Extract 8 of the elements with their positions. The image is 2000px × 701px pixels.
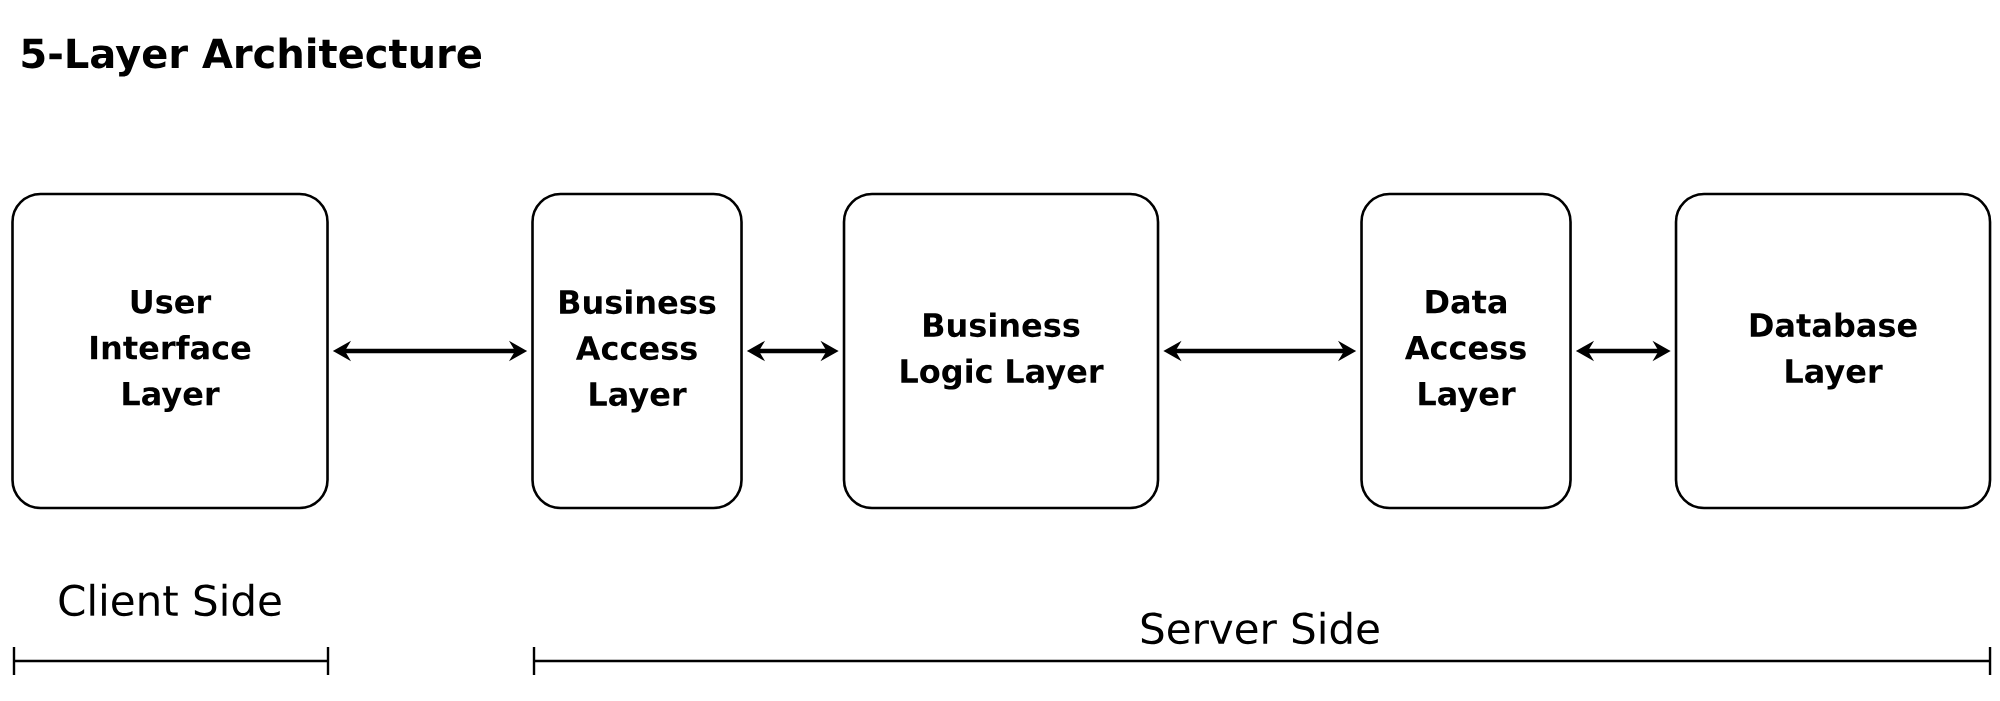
layer-box: Business Logic Layer <box>842 192 1160 510</box>
side-label: Server Side <box>1141 611 1379 645</box>
layer-box: User Interface Layer <box>11 192 329 510</box>
layer-box: Database Layer <box>1674 192 1992 510</box>
side-label: Client Side <box>59 583 281 617</box>
layer-box: Data Access Layer <box>1360 192 1572 510</box>
title: 5-Layer Architecture <box>22 37 481 77</box>
layer-box: Business Access Layer <box>531 192 743 510</box>
